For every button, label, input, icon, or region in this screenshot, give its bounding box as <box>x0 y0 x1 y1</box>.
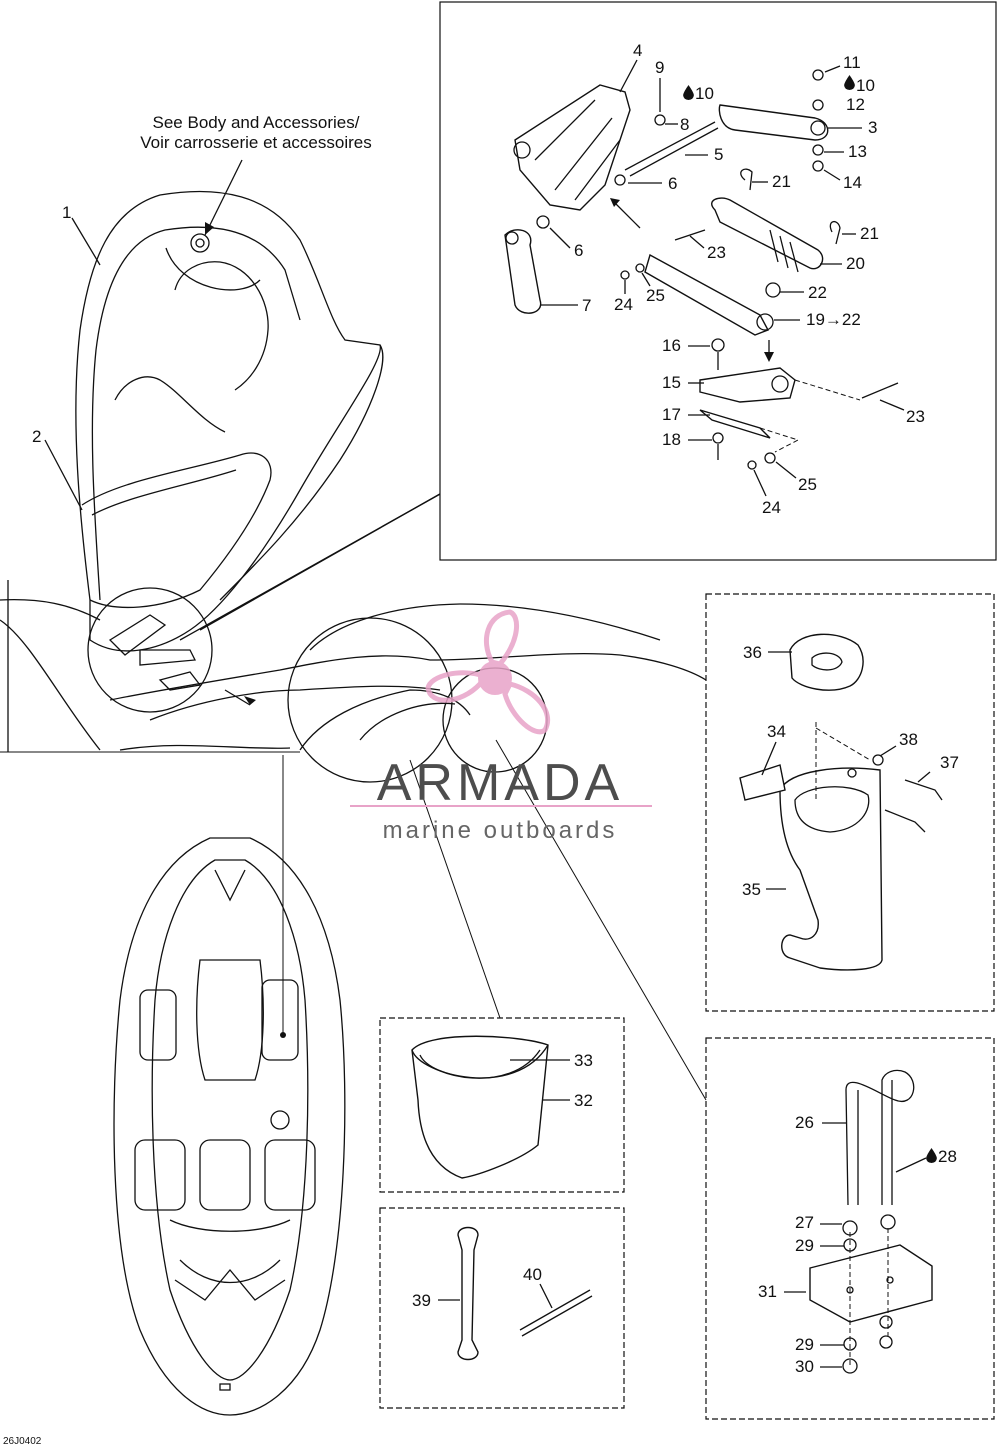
part-label: 4 <box>633 41 642 60</box>
part-label: 17 <box>662 405 681 424</box>
part-label: 21 <box>860 224 879 243</box>
part-label: 10 <box>695 84 714 103</box>
part-label: 10 <box>856 76 875 95</box>
part-label: 9 <box>655 58 664 77</box>
part-label: 19→22 <box>806 310 861 329</box>
part-label: 24 <box>762 498 781 517</box>
part-label: 39 <box>412 1291 431 1310</box>
storage-bin-parts <box>411 1035 549 1179</box>
part-label: 11 <box>843 53 861 72</box>
holder-parts <box>739 633 943 971</box>
part-label: 1 <box>62 203 71 222</box>
part-label: 23 <box>906 407 925 426</box>
part-label: 35 <box>742 880 761 899</box>
right-middle-inset-box <box>705 593 995 1012</box>
part-label: 13 <box>848 142 867 161</box>
part-label: 25 <box>646 286 665 305</box>
part-label: 18 <box>662 430 681 449</box>
tool-parts <box>457 1226 593 1361</box>
part-label: 20 <box>846 254 865 273</box>
drawing-code: 26J0402 <box>3 1436 42 1447</box>
center-bin-inset-box <box>379 1017 625 1193</box>
part-label: 2 <box>32 427 41 446</box>
part-label: 21 <box>772 172 791 191</box>
part-label: 14 <box>843 173 862 192</box>
right-lower-inset-box <box>705 1037 995 1420</box>
propeller-logo <box>425 609 550 735</box>
part-label: 31 <box>758 1282 777 1301</box>
part-label: 33 <box>574 1051 593 1070</box>
part-label: 15 <box>662 373 681 392</box>
part-label: 3 <box>868 118 877 137</box>
part-label: 34 <box>767 722 786 741</box>
part-label: 32 <box>574 1091 593 1110</box>
part-label: 23 <box>707 243 726 262</box>
part-label: 6 <box>668 174 677 193</box>
part-label: 29 <box>795 1236 814 1255</box>
top-right-inset-box <box>439 1 997 561</box>
part-label: 12 <box>846 95 865 114</box>
part-callouts: See Body and Accessories/ Voir carrosser… <box>32 41 959 1376</box>
seat-assembly-drawing <box>0 159 707 1101</box>
part-label: 5 <box>714 145 723 164</box>
part-label: 26 <box>795 1113 814 1132</box>
part-label: 6 <box>574 241 583 260</box>
part-label: 25 <box>798 475 817 494</box>
part-label: 38 <box>899 730 918 749</box>
latch-mechanism-parts <box>504 69 899 470</box>
part-label: 8 <box>680 115 689 134</box>
part-label: 22 <box>808 283 827 302</box>
part-label: 27 <box>795 1213 814 1232</box>
part-label: 40 <box>523 1265 542 1284</box>
part-label: 24 <box>614 295 633 314</box>
watermark-subtitle: marine outboards <box>383 817 618 844</box>
part-label: 37 <box>940 753 959 772</box>
tie-down-parts <box>809 1069 933 1374</box>
part-label: 28 <box>938 1147 957 1166</box>
armada-watermark: ARMADA marine outboards <box>350 609 652 844</box>
part-label: 29 <box>795 1335 814 1354</box>
part-label: 16 <box>662 336 681 355</box>
part-label: 30 <box>795 1357 814 1376</box>
hull-top-view-drawing <box>113 837 346 1416</box>
watermark-title: ARMADA <box>377 754 623 812</box>
part-label: 7 <box>582 296 591 315</box>
center-tool-inset-box <box>379 1207 625 1409</box>
part-label: 36 <box>743 643 762 662</box>
callout-note-line1: See Body and Accessories/ <box>153 113 360 132</box>
callout-note-line2: Voir carrosserie et accessoires <box>140 133 371 152</box>
